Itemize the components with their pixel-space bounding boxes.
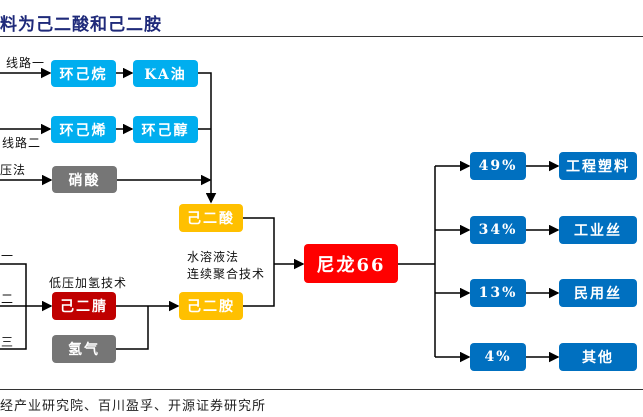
node-hydrogen: 氢气 — [52, 335, 116, 363]
node-adiponitrile: 己二腈 — [52, 292, 116, 320]
route2-top-label: 线路二 — [2, 136, 42, 150]
node-ka-oil: KA油 — [133, 60, 198, 87]
route3-bottom-label: 路三 — [0, 335, 15, 349]
app-industrial-yarn: 工业丝 — [559, 216, 637, 244]
app-other: 其他 — [559, 343, 637, 371]
node-cyclohexanol: 环己醇 — [133, 116, 198, 143]
node-cyclohexene: 环己烯 — [51, 116, 116, 143]
node-hexamethylenediamine: 己二胺 — [179, 292, 243, 320]
footer-divider — [0, 389, 643, 390]
continuous-label: 连续聚合技术 — [187, 267, 266, 281]
low-pressure-label: 低压加氢技术 — [49, 276, 128, 290]
line-ka-adipic — [198, 72, 217, 204]
node-nitric-acid: 硝酸 — [52, 166, 117, 193]
app-civil-yarn: 民用丝 — [559, 279, 637, 307]
share-other: 4% — [470, 343, 526, 371]
share-industrial-yarn: 34% — [470, 216, 526, 244]
page-title: 料为己二酸和己二胺 — [0, 15, 162, 35]
app-engineering-plastics: 工程塑料 — [559, 152, 637, 180]
route2-bottom-label: 路二 — [0, 292, 15, 306]
node-adipic-acid: 己二酸 — [179, 204, 243, 232]
route1-top-label: 线路一 — [6, 56, 46, 70]
title-divider — [0, 36, 643, 37]
pressure-label: 压法 — [0, 163, 27, 177]
source-footer: 经产业研究院、百川盈孚、开源证券研究所 — [0, 399, 267, 414]
share-civil-yarn: 13% — [470, 279, 526, 307]
node-nylon66: 尼龙66 — [304, 244, 398, 283]
share-engineering-plastics: 49% — [470, 152, 526, 180]
route1-bottom-label: 路一 — [0, 249, 15, 263]
aqueous-label: 水溶液法 — [187, 250, 240, 264]
node-cyclohexane: 环己烷 — [51, 60, 116, 87]
